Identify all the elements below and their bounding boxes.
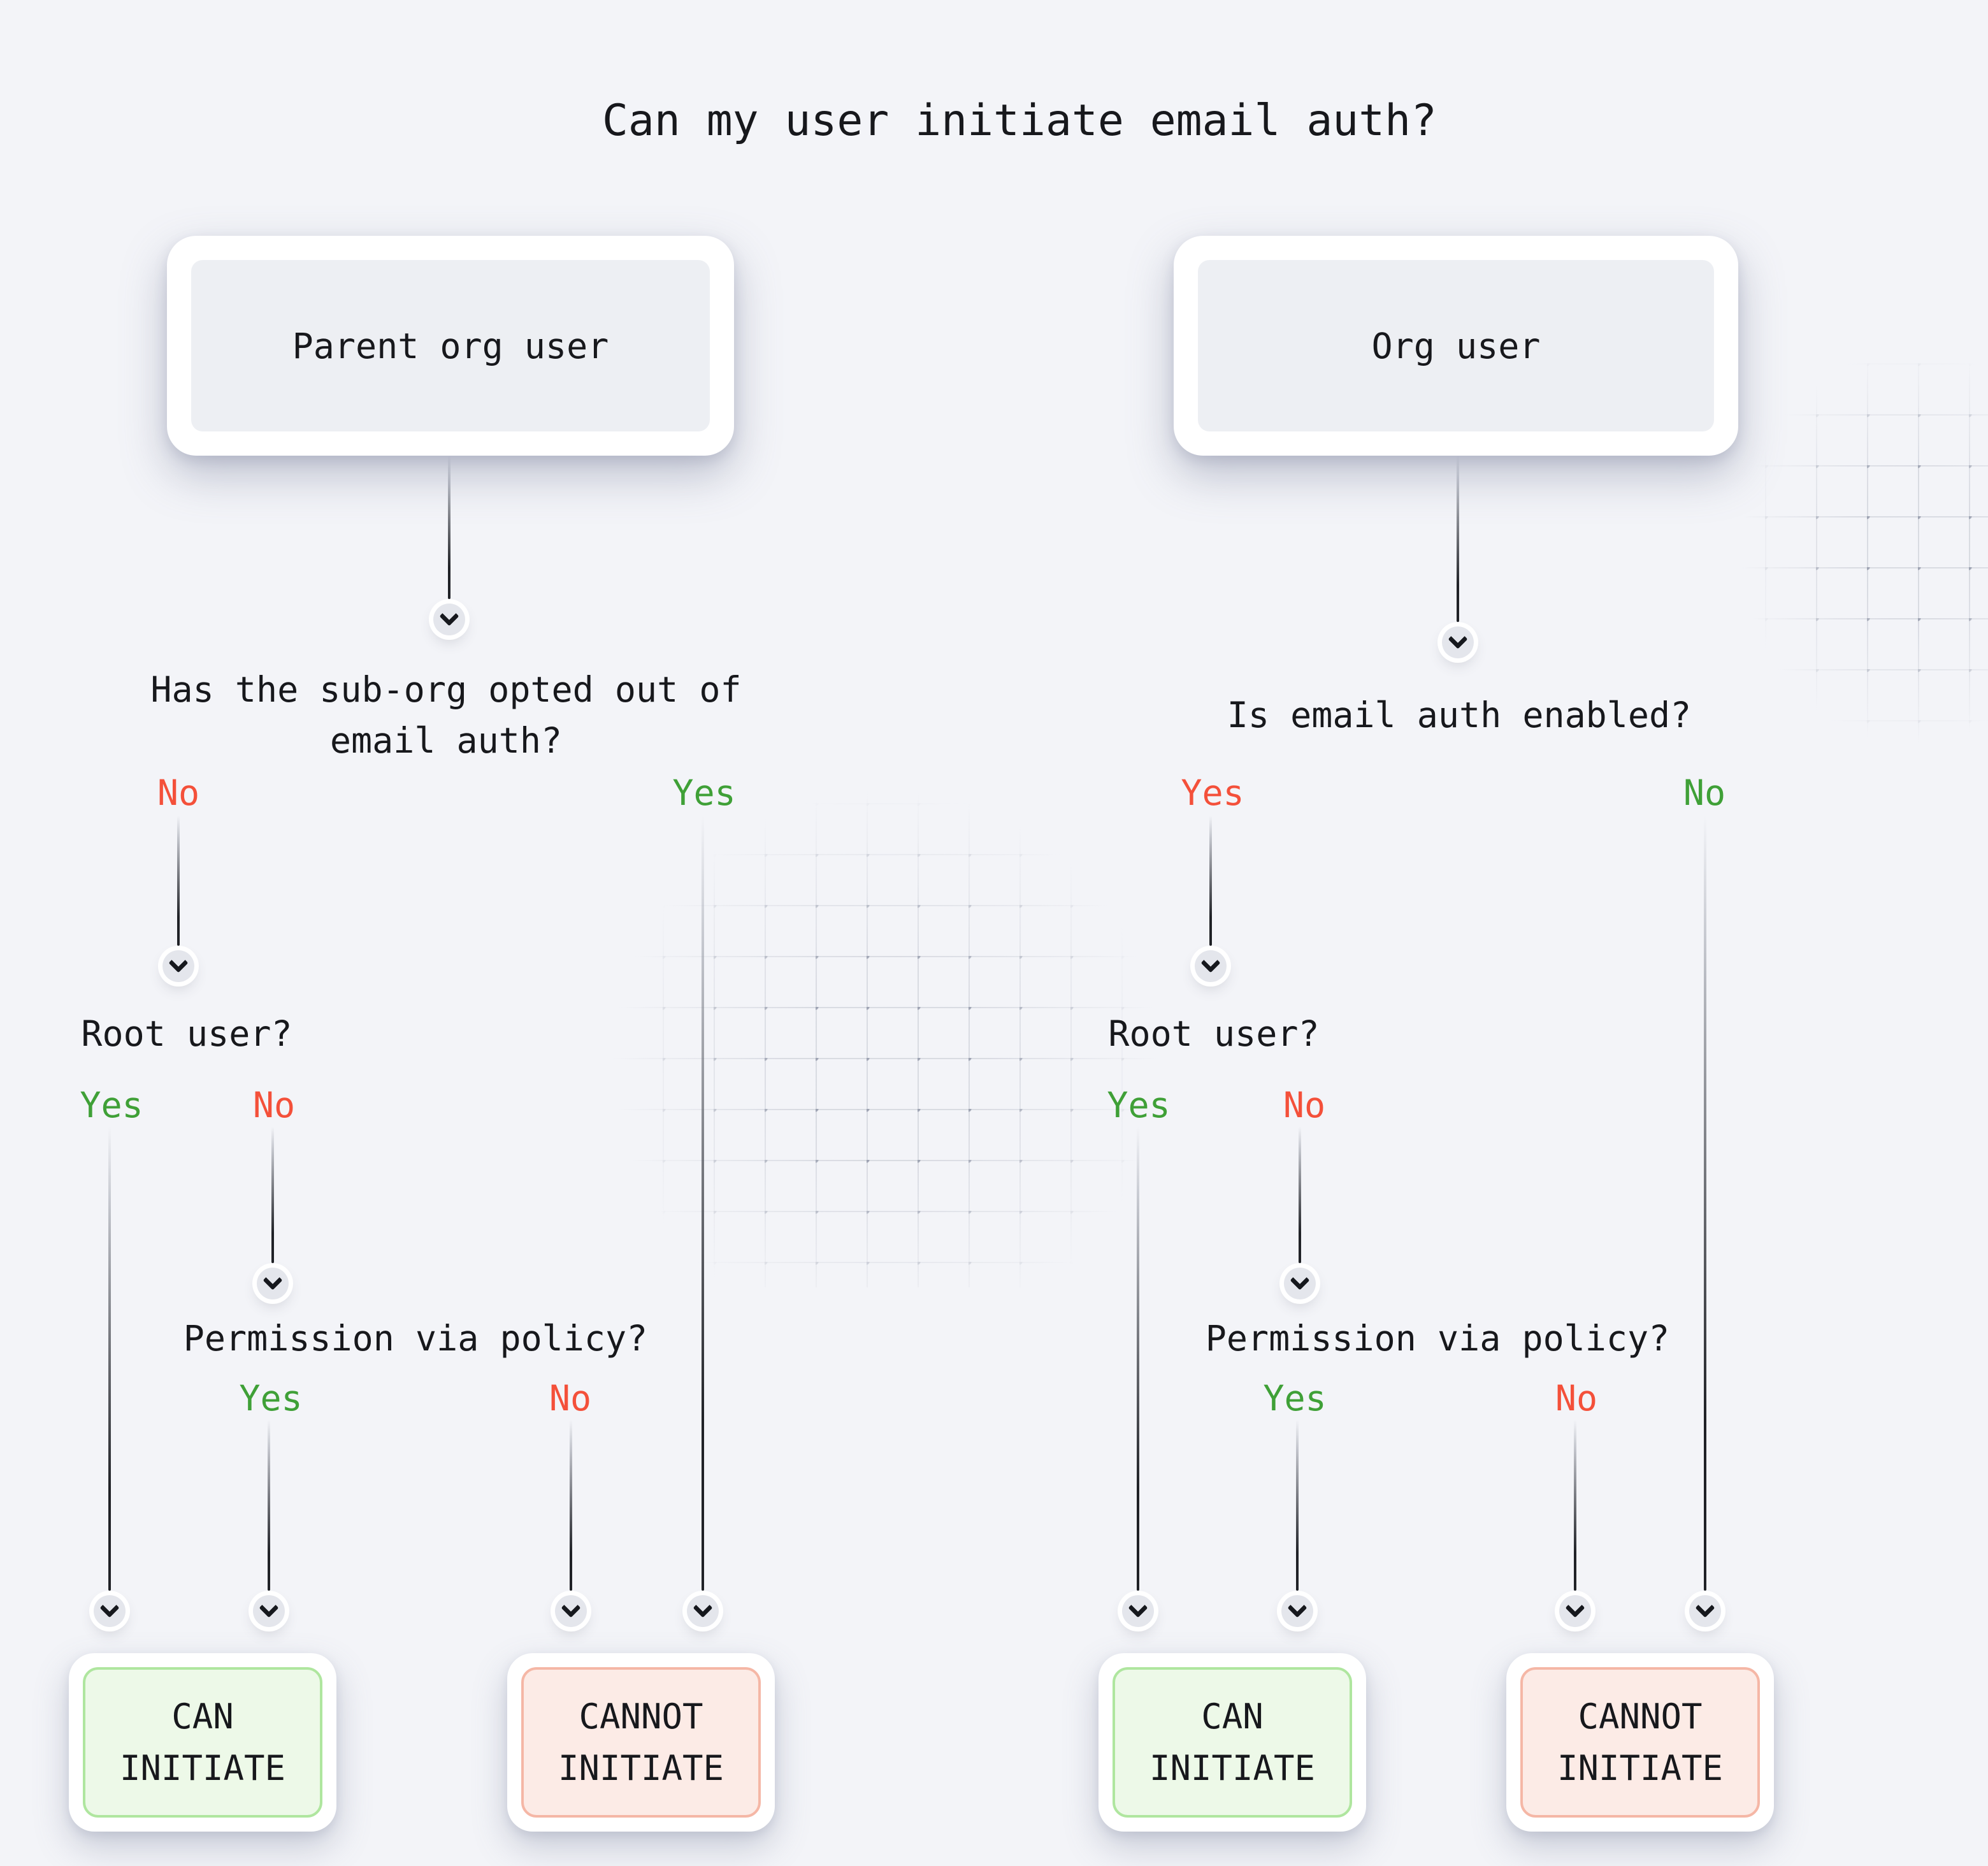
question-text: Root user? — [81, 1013, 292, 1054]
branch-label-yes: Yes — [1263, 1378, 1327, 1419]
node-label: Parent org user — [191, 260, 710, 431]
chevron-down-icon — [1559, 1595, 1591, 1627]
branch-label-no: No — [1683, 772, 1726, 813]
chevron-down-icon — [687, 1595, 719, 1627]
branch-label-yes: Yes — [1107, 1085, 1170, 1125]
branch-label-no: No — [1283, 1085, 1326, 1125]
grid-pattern-decoration — [1714, 363, 1988, 771]
branch-label-no: No — [157, 772, 200, 813]
chevron-down-icon — [1281, 1595, 1313, 1627]
chevron-down-icon — [1195, 950, 1227, 982]
branch-label-yes: Yes — [239, 1378, 303, 1419]
chevron-down-icon — [162, 950, 194, 982]
connector-line — [448, 456, 450, 599]
outcome-cannot-initiate: CANNOT INITIATE — [1506, 1653, 1774, 1832]
outcome-label: CANNOT INITIATE — [1520, 1667, 1760, 1818]
chevron-down-icon — [1284, 1268, 1316, 1299]
connector-line — [271, 1127, 274, 1263]
branch-label-yes: Yes — [672, 772, 736, 813]
chevron-down-icon — [1122, 1595, 1154, 1627]
question-text: Is email auth enabled? — [1227, 695, 1692, 735]
outcome-can-initiate: CAN INITIATE — [1098, 1653, 1366, 1832]
question-text: Has the sub-org opted out of email auth? — [150, 669, 742, 761]
outcome-label: CANNOT INITIATE — [521, 1667, 761, 1818]
branch-label-no: No — [1555, 1378, 1598, 1419]
connector-line — [1296, 1420, 1299, 1591]
chevron-down-icon — [253, 1595, 285, 1627]
branch-label-yes: Yes — [1181, 772, 1244, 813]
outcome-label: CAN INITIATE — [83, 1667, 322, 1818]
question-text: Root user? — [1108, 1013, 1320, 1054]
connector-line — [1137, 1127, 1139, 1591]
connector-line — [570, 1420, 572, 1591]
connector-line — [268, 1420, 270, 1591]
question-text: Permission via policy? — [1205, 1318, 1670, 1359]
connector-line — [1574, 1420, 1576, 1591]
chevron-down-icon — [257, 1268, 289, 1299]
connector-line — [702, 816, 704, 1591]
outcome-can-initiate: CAN INITIATE — [69, 1653, 336, 1832]
chevron-down-icon — [94, 1595, 126, 1627]
node-parent-org-user: Parent org user — [167, 236, 734, 456]
node-org-user: Org user — [1174, 236, 1738, 456]
node-label: Org user — [1198, 260, 1714, 431]
page-title: Can my user initiate email auth? — [601, 96, 1437, 146]
chevron-down-icon — [555, 1595, 587, 1627]
connector-line — [1209, 816, 1212, 946]
connector-line — [1704, 816, 1706, 1591]
outcome-label: CAN INITIATE — [1113, 1667, 1352, 1818]
outcome-cannot-initiate: CANNOT INITIATE — [507, 1653, 775, 1832]
question-text: Permission via policy? — [183, 1318, 648, 1359]
chevron-down-icon — [1442, 626, 1474, 658]
branch-label-yes: Yes — [80, 1085, 143, 1125]
branch-label-no: No — [252, 1085, 296, 1125]
chevron-down-icon — [433, 604, 465, 635]
connector-line — [1457, 456, 1459, 622]
connector-line — [1299, 1127, 1301, 1263]
branch-label-no: No — [549, 1378, 592, 1419]
connector-line — [177, 816, 180, 946]
chevron-down-icon — [1689, 1595, 1721, 1627]
connector-line — [108, 1127, 111, 1591]
